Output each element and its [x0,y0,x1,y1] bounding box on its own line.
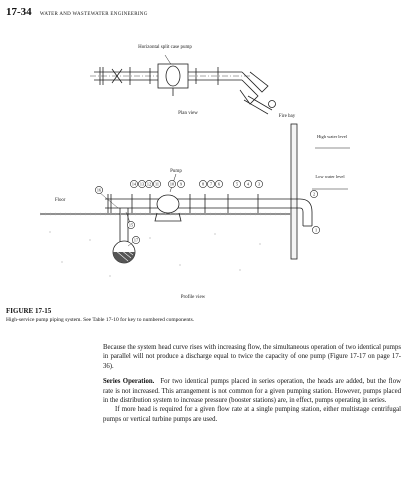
callout-circle [215,180,223,188]
callout-number: 9 [180,182,182,187]
callout-number: 2 [313,192,315,197]
callout-number: 5 [236,182,238,187]
callout-circle [132,236,140,244]
callout-circle [95,186,103,194]
figure-caption: FIGURE 17-15 High-service pump piping sy… [6,307,406,323]
callout-circle [153,180,161,188]
plan-view-label: Plan view [178,111,198,116]
figure-caption-text: High-service pump piping system. See Tab… [6,317,195,323]
low-water-level-label: Low water level [315,174,345,179]
fire-bay-label: Fire bay [279,114,296,119]
page-header: 17-34 WATER AND WASTEWATER ENGINEERING [6,6,148,18]
pump-piping-figure: Horizontal split case pump Plan view Fir… [40,45,350,300]
callout-number: 7 [210,182,212,187]
plan-pump-label: Horizontal split case pump [138,45,192,50]
callout-number: 17 [134,238,138,243]
callout-circle [145,180,153,188]
callout-number: 15 [129,223,133,228]
callout-number: 4 [247,182,250,187]
callout-number: 13 [140,182,144,187]
callout-circle [255,180,263,188]
paragraph-parallel-operation: Because the system head curve rises with… [103,344,401,370]
callout-number: 11 [155,182,159,187]
profile-view: High water level Low water level Pump [40,123,350,300]
floor-label: Floor [55,198,66,203]
callout-circle [310,190,318,198]
plan-view: Horizontal split case pump Plan view Fir… [90,45,296,119]
callout-circle [130,180,138,188]
paragraph-series-operation: Series Operation.For two identical pumps… [103,377,401,405]
callout-number: 3 [258,182,260,187]
callout-number: 14 [132,182,137,187]
profile-view-label: Profile view [181,295,206,300]
callout-number: 16 [97,188,101,193]
callout-circle [233,180,241,188]
paragraph-multistage: If more head is required for a given flo… [103,406,401,423]
callout-circle [207,180,215,188]
callout-circle [244,180,252,188]
callout-number: 10 [170,182,174,187]
running-section-title: WATER AND WASTEWATER ENGINEERING [39,12,148,17]
callout-number: 6 [218,182,220,187]
callout-circle [127,221,135,229]
callout-circle [312,226,320,234]
callout-number: 12 [147,182,151,187]
series-operation-text: For two identical pumps placed in series… [103,378,401,405]
callout-circle [177,180,185,188]
series-operation-heading: Series Operation. [103,378,155,386]
page-number: 17-34 [6,6,32,18]
callout-number: 8 [202,182,204,187]
callout-circle [199,180,207,188]
high-water-level-label: High water level [317,134,348,139]
figure-number: FIGURE 17-15 [6,307,52,315]
body-text: Because the system head curve rises with… [103,343,401,430]
callout-circle [168,180,176,188]
callout-number: 1 [315,228,317,233]
pump-label: Pump [170,169,182,174]
